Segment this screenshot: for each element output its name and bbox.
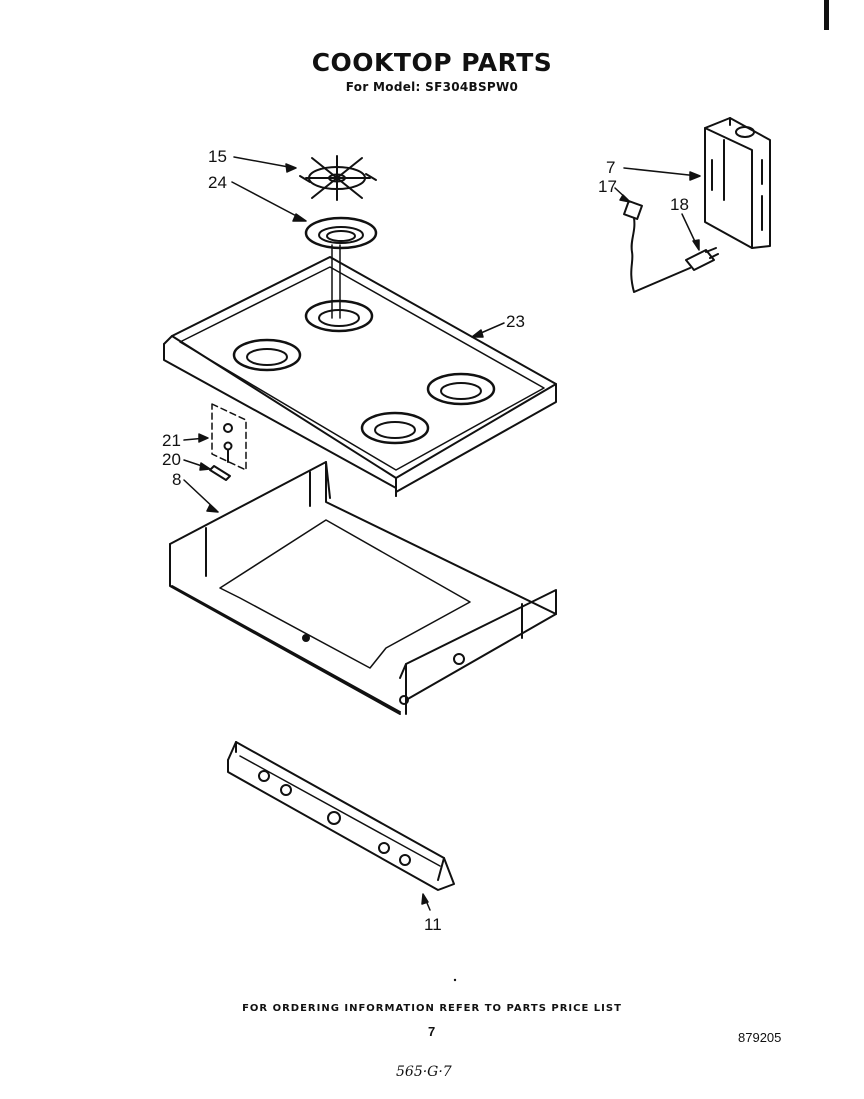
cooktop-panel-part bbox=[163, 256, 557, 497]
control-bracket-part bbox=[704, 117, 771, 249]
callout-7: 7 bbox=[606, 158, 615, 177]
callout-23: 23 bbox=[506, 312, 525, 331]
ignitor-switch-part bbox=[623, 200, 691, 293]
page-title: COOKTOP PARTS bbox=[311, 48, 553, 77]
document-number: 879205 bbox=[738, 1030, 782, 1045]
ordering-note: FOR ORDERING INFORMATION REFER TO PARTS … bbox=[242, 1003, 622, 1014]
hardware-kit-part bbox=[209, 403, 247, 481]
burner-cap-part bbox=[304, 216, 378, 319]
scan-edge-mark bbox=[824, 0, 829, 30]
callout-24: 24 bbox=[208, 173, 227, 192]
callout-11: 11 bbox=[424, 915, 442, 934]
burner-box-part bbox=[169, 461, 557, 715]
handwritten-note: 565·G·7 bbox=[396, 1064, 452, 1080]
callout-17: 17 bbox=[598, 177, 617, 196]
callout-21: 21 bbox=[162, 431, 181, 450]
leader-lines bbox=[183, 156, 701, 911]
model-subtitle: For Model: SF304BSPW0 bbox=[345, 80, 519, 94]
front-rail-part bbox=[227, 741, 455, 891]
wire-connector-part bbox=[685, 247, 719, 271]
callout-20: 20 bbox=[162, 450, 181, 469]
burner-grate-part bbox=[299, 155, 377, 201]
callout-18: 18 bbox=[670, 195, 689, 214]
stray-dot bbox=[453, 978, 457, 982]
callout-15: 15 bbox=[208, 147, 227, 166]
page-number: 7 bbox=[428, 1024, 436, 1039]
callout-8: 8 bbox=[172, 470, 181, 489]
cooktop-exploded-diagram: 15 24 23 21 20 8 7 17 18 11 bbox=[162, 117, 771, 982]
